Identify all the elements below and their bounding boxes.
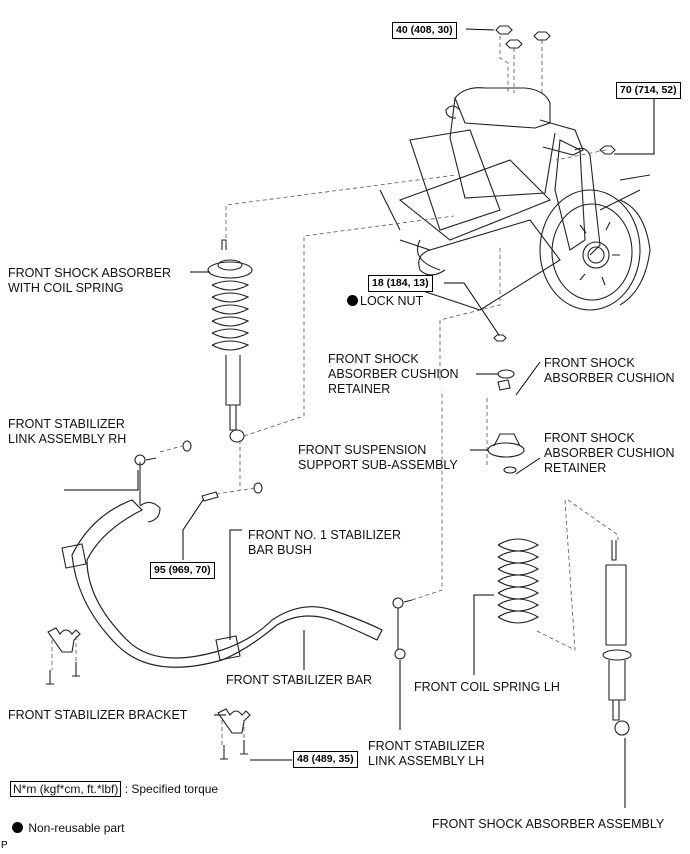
legend-torque: N*m (kgf*cm, ft.*lbf) : Specified torque xyxy=(10,781,219,797)
label-shock-with-spring: FRONT SHOCK ABSORBER WITH COIL SPRING xyxy=(8,266,171,296)
corner-mark: P xyxy=(1,840,8,851)
label-lock-nut: LOCK NUT xyxy=(347,294,423,309)
bracket-bolts-left xyxy=(46,662,80,685)
torque-knuckle-nut: 70 (714, 52) xyxy=(616,82,681,99)
label-shock-assembly: FRONT SHOCK ABSORBER ASSEMBLY xyxy=(432,817,665,831)
cushion-retainer-lower xyxy=(503,466,517,474)
stabilizer-bar xyxy=(71,499,383,668)
label-line: FRONT SHOCK ABSORBER xyxy=(8,266,171,280)
torque-lower-bolt: 95 (969, 70) xyxy=(150,562,215,579)
label-cushion-retainer-lower: FRONT SHOCK ABSORBER CUSHION RETAINER xyxy=(544,431,675,475)
legend-torque-unit: N*m (kgf*cm, ft.*lbf) xyxy=(10,781,122,797)
link-rh-joint xyxy=(139,501,161,523)
lower-bolt xyxy=(201,491,219,502)
label-support-sub-assembly: FRONT SUSPENSION SUPPORT SUB-ASSEMBLY xyxy=(298,443,458,472)
coil-spring-lh xyxy=(497,538,540,624)
cushion xyxy=(497,379,511,391)
label-link-lh: FRONT STABILIZER LINK ASSEMBLY LH xyxy=(368,739,485,768)
shock-with-coil-spring xyxy=(207,239,253,443)
label-cushion-retainer-upper: FRONT SHOCK ABSORBER CUSHION RETAINER xyxy=(328,352,459,396)
torque-bracket-bolt: 48 (489, 35) xyxy=(293,751,358,768)
label-coil-spring-lh: FRONT COIL SPRING LH xyxy=(414,680,560,694)
label-bar-bush: FRONT NO. 1 STABILIZER BAR BUSH xyxy=(248,528,402,557)
legend-torque-desc: : Specified torque xyxy=(124,782,219,796)
lower-nut xyxy=(253,482,263,494)
alignment-lines xyxy=(51,36,619,745)
leader-lines xyxy=(64,28,655,808)
shock-absorber-assembly xyxy=(602,540,632,736)
non-reusable-dot-icon xyxy=(12,822,23,833)
bracket-bolts xyxy=(220,740,248,760)
knuckle-frame-assembly xyxy=(379,87,651,311)
label-stabilizer-bracket: FRONT STABILIZER BRACKET xyxy=(8,708,188,722)
torque-lock-nut: 18 (184, 13) xyxy=(368,275,433,292)
link-rh xyxy=(134,440,192,505)
non-reusable-dot-icon xyxy=(347,295,358,306)
label-cushion: FRONT SHOCK ABSORBER CUSHION xyxy=(544,356,675,385)
lock-nut xyxy=(493,334,507,342)
cushion-retainer-upper xyxy=(497,369,515,379)
link-lh xyxy=(392,597,413,660)
stabilizer-bracket xyxy=(217,708,251,734)
knuckle-nut xyxy=(599,145,616,155)
suspension-support xyxy=(487,433,525,458)
legend-non-reusable: Non-reusable part xyxy=(12,821,124,836)
bracket-left xyxy=(47,627,81,653)
label-line: WITH COIL SPRING xyxy=(8,281,124,295)
bush-left xyxy=(61,543,87,569)
label-stabilizer-bar: FRONT STABILIZER BAR xyxy=(226,673,373,687)
upper-nuts xyxy=(495,25,551,49)
torque-upper-nuts: 40 (408, 30) xyxy=(392,22,457,39)
bar-bush xyxy=(215,635,241,661)
label-link-rh: FRONT STABILIZER LINK ASSEMBLY RH xyxy=(8,417,127,446)
